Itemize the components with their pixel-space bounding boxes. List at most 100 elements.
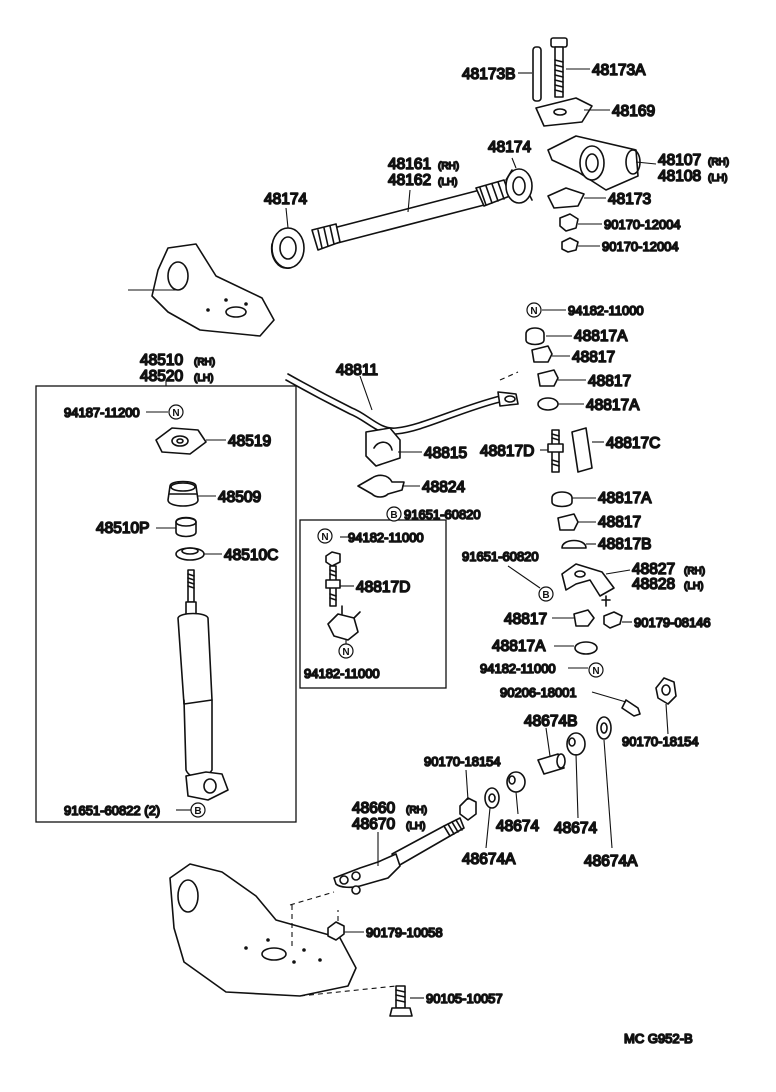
nut-90170-18154-r (655, 677, 677, 705)
lead-48674B (545, 727, 551, 757)
nut-90170-18154-l (459, 797, 477, 821)
label-90170-12004-b: 90170-12004 (602, 239, 679, 254)
washer-48510C (175, 547, 205, 561)
bushing-48817-3 (557, 513, 579, 531)
bracket-48827 (561, 563, 615, 607)
svg-text:N: N (342, 647, 349, 658)
lead-90170-l (465, 769, 469, 801)
label-48161-rh: (RH) (438, 161, 459, 172)
label-90105-10057: 90105-10057 (426, 991, 503, 1006)
label-inset-94182-bot: 94182-11000 (304, 666, 380, 681)
label-48817A-1: 48817A (574, 328, 628, 345)
svg-text:N: N (172, 408, 179, 419)
label-48674-r: 48674 (554, 820, 597, 837)
bolt-90105-10057 (389, 985, 413, 1017)
bushing-48817-1 (531, 345, 553, 363)
label-90170-18154-l: 90170-18154 (424, 754, 501, 769)
bushing-48815 (365, 427, 401, 467)
marker-b-91651-r: B (538, 586, 554, 602)
arm-48107 (547, 135, 641, 191)
label-48162-lh: (LH) (438, 177, 457, 188)
label-48817D: 48817D (480, 443, 534, 460)
frame-bracket-top (128, 243, 275, 337)
label-48674A-l: 48674A (462, 851, 516, 868)
lead-90170-r (665, 703, 669, 735)
svg-text:B: B (542, 590, 549, 601)
label-48670-lh: (LH) (406, 821, 425, 832)
footer-code: MC G952-B (624, 1031, 693, 1046)
dash-link-top (499, 371, 519, 381)
washer-48674A-right (596, 716, 612, 740)
marker-n-94182-r: N (526, 302, 542, 318)
label-94187-11200: 94187-11200 (64, 405, 140, 420)
pin-90206-18001 (621, 699, 641, 717)
svg-text:B: B (390, 510, 397, 521)
label-48827: 48827 (632, 561, 675, 578)
torsion-bar-48161 (311, 179, 511, 251)
inset-link-box (299, 519, 447, 689)
lead-48674-l (515, 791, 519, 815)
nut-90170-a (559, 213, 579, 232)
plate-48169 (535, 97, 593, 127)
label-48107-rh: (RH) (708, 157, 729, 168)
label-90170-18154-r: 90170-18154 (622, 734, 699, 749)
marker-b-91651-60822: B (190, 802, 206, 818)
label-48174-top: 48174 (488, 139, 531, 156)
label-48510P: 48510P (96, 520, 149, 537)
label-90179-08146: 90179-08146 (634, 615, 711, 630)
lower-control-arm (169, 863, 397, 997)
label-90206-18001: 90206-18001 (500, 685, 577, 700)
inset-nut (325, 551, 341, 567)
marker-n-inset-top: N (317, 528, 333, 544)
lead-48827 (605, 569, 631, 575)
cushion-48510P (175, 516, 197, 538)
label-inset-94182-top: 94182-11000 (348, 530, 424, 545)
bushing-48817-2 (537, 369, 559, 387)
bushing-48674-right (566, 732, 586, 756)
shock-absorber (177, 569, 229, 801)
label-94182-11000-r: 94182-11000 (568, 303, 644, 318)
label-48169: 48169 (612, 103, 655, 120)
label-48817-3: 48817 (598, 514, 641, 531)
lead-48107 (635, 161, 657, 165)
lead-48161 (407, 189, 411, 213)
label-48519: 48519 (228, 433, 271, 450)
lead-90206 (591, 691, 627, 703)
label-48173B: 48173B (462, 66, 515, 83)
label-48162: 48162 (388, 172, 431, 189)
label-48174-left: 48174 (264, 191, 307, 208)
label-48670: 48670 (352, 816, 395, 833)
label-48817A-2: 48817A (586, 397, 640, 414)
washer-48817A-4 (574, 641, 598, 655)
lead-48674A-r (603, 739, 613, 849)
collar-48674B (537, 753, 566, 775)
label-48817-2: 48817 (588, 373, 631, 390)
label-48173A: 48173A (592, 62, 646, 79)
label-90170-12004-a: 90170-12004 (604, 217, 681, 232)
label-91651-60822: 91651-60822 (2) (64, 803, 160, 818)
label-48817-1: 48817 (572, 349, 615, 366)
label-48161: 48161 (388, 156, 431, 173)
svg-text:N: N (530, 306, 537, 317)
label-48815: 48815 (424, 445, 467, 462)
nut-90179-08146 (603, 611, 623, 629)
label-48108: 48108 (658, 168, 701, 185)
label-48660: 48660 (352, 800, 395, 817)
label-48108-lh: (LH) (708, 173, 727, 184)
label-48510C: 48510C (224, 547, 278, 564)
washer-48817B (561, 539, 587, 549)
label-48674A-r: 48674A (584, 853, 638, 870)
label-48520-lh: (LH) (194, 373, 213, 384)
label-90179-10058: 90179-10058 (366, 925, 443, 940)
svg-text:N: N (321, 532, 328, 543)
lead-48674-r (575, 753, 579, 819)
svg-text:N: N (592, 666, 599, 677)
label-48817A-4: 48817A (492, 638, 546, 655)
lead-48174-top (511, 157, 517, 169)
label-48509: 48509 (218, 489, 261, 506)
bushing-48817A-2 (537, 397, 559, 411)
cushion-48509 (167, 480, 199, 507)
marker-n-inset-bot: N (338, 643, 354, 659)
